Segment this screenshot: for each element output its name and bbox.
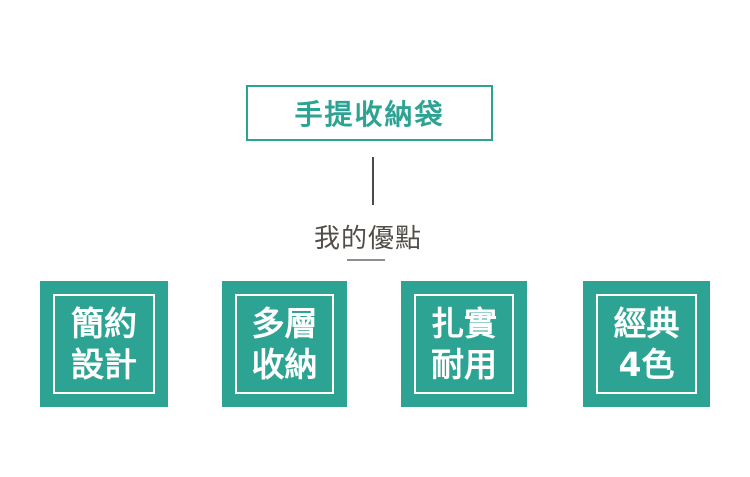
feature-line-1: 簡約 [71,304,137,343]
feature-line-2: 耐用 [431,345,497,384]
title-box: 手提收納袋 [246,85,493,141]
feature-line-1: 多層 [251,304,318,343]
feature-box-multi-layer-storage: 多層 收納 [222,281,347,407]
feature-line-2: 設計 [71,345,137,384]
feature-box-sturdy-durable: 扎實 耐用 [401,281,527,407]
feature-box-simple-design: 簡約 設計 [40,281,168,407]
feature-text: 經典 4色 [614,303,680,385]
feature-box-classic-4-colors: 經典 4色 [583,281,710,407]
feature-line-1: 扎實 [431,304,497,343]
connector-line [372,157,374,205]
feature-text: 多層 收納 [252,303,318,385]
feature-text: 簡約 設計 [71,303,137,385]
subtitle-text: 我的優點 [313,224,422,254]
feature-text: 扎實 耐用 [431,303,497,385]
feature-line-1: 經典 [613,304,680,343]
title-text: 手提收納袋 [294,98,445,131]
feature-line-2: 收納 [251,345,318,384]
subtitle-underline [347,259,385,261]
feature-line-2: 4色 [618,345,675,384]
